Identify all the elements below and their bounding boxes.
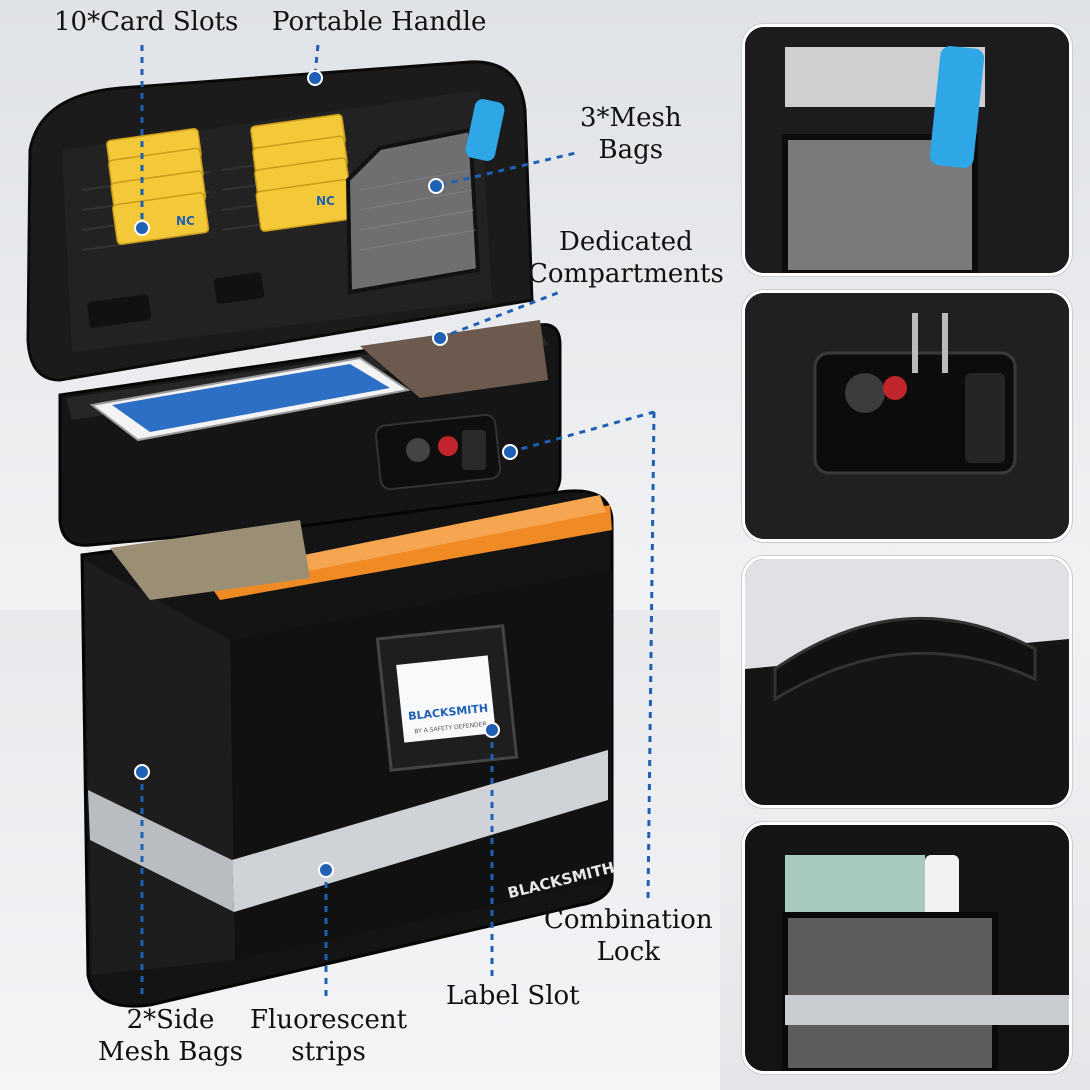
lock-key-hole [406,438,430,462]
mesh-pattern [359,169,477,251]
callout-mesh-bags: 3*Mesh Bags [580,102,682,166]
product-illustration: NC NC BLACKSMITH BY A SAFETY DEFENDER BL… [26,44,656,1008]
detail-panel-lock [742,290,1072,542]
handle-icon [773,616,1037,702]
callout-combination-lock: Combination Lock [544,904,713,968]
book [360,320,548,398]
label-card [396,655,496,743]
reflective-strip-detail [785,995,1069,1025]
callout-dedicated: Dedicated Compartments [528,226,724,290]
tsa-icon [883,376,907,400]
callout-fluorescent-line1: Fluorescent [250,1005,408,1035]
callout-side-mesh-line1: 2*Side [126,1005,215,1035]
tablet-screen [112,364,390,432]
id-cards [106,113,353,245]
lock-dial [462,430,486,470]
lock-key-icon [845,373,885,413]
callout-side-mesh-line2: Mesh Bags [98,1037,243,1067]
callout-fluorescent: Fluorescent strips [250,1004,407,1068]
elastic-strap [87,294,152,328]
detail-panel-side-mesh [742,822,1072,1074]
callout-mesh-bags-line2: Bags [598,135,664,165]
callout-card-slots: 10*Card Slots [54,7,239,37]
detail-panel-mesh [742,24,1072,276]
lock-dials [965,373,1005,463]
callout-combination-line2: Lock [596,937,660,967]
elastic-strap-2 [213,272,265,304]
callout-mesh-bags-line1: 3*Mesh [580,103,682,133]
callout-dedicated-line2: Compartments [528,259,724,289]
blue-clip-detail [929,46,985,168]
callout-side-mesh: 2*Side Mesh Bags [98,1004,243,1068]
mesh-pocket [782,134,978,273]
card-text: NC [176,214,195,228]
callout-label-slot: Label Slot [446,981,580,1011]
blue-clip [465,99,505,161]
zipper-pulls [912,313,948,373]
detail-panel-handle [742,556,1072,808]
side-mesh-pocket [782,912,998,1071]
callout-dedicated-line1: Dedicated [559,227,693,257]
card-text-2: NC [316,194,335,208]
reflective-strip-side [88,790,234,912]
lid-mesh-pocket [345,127,481,295]
callout-dots [134,70,518,878]
callout-lines [140,44,656,1000]
callout-combination-line1: Combination [544,905,713,935]
callout-portable-handle: Portable Handle [272,7,487,37]
tsa-mark [438,436,458,456]
callout-fluorescent-line2: strips [291,1037,366,1067]
